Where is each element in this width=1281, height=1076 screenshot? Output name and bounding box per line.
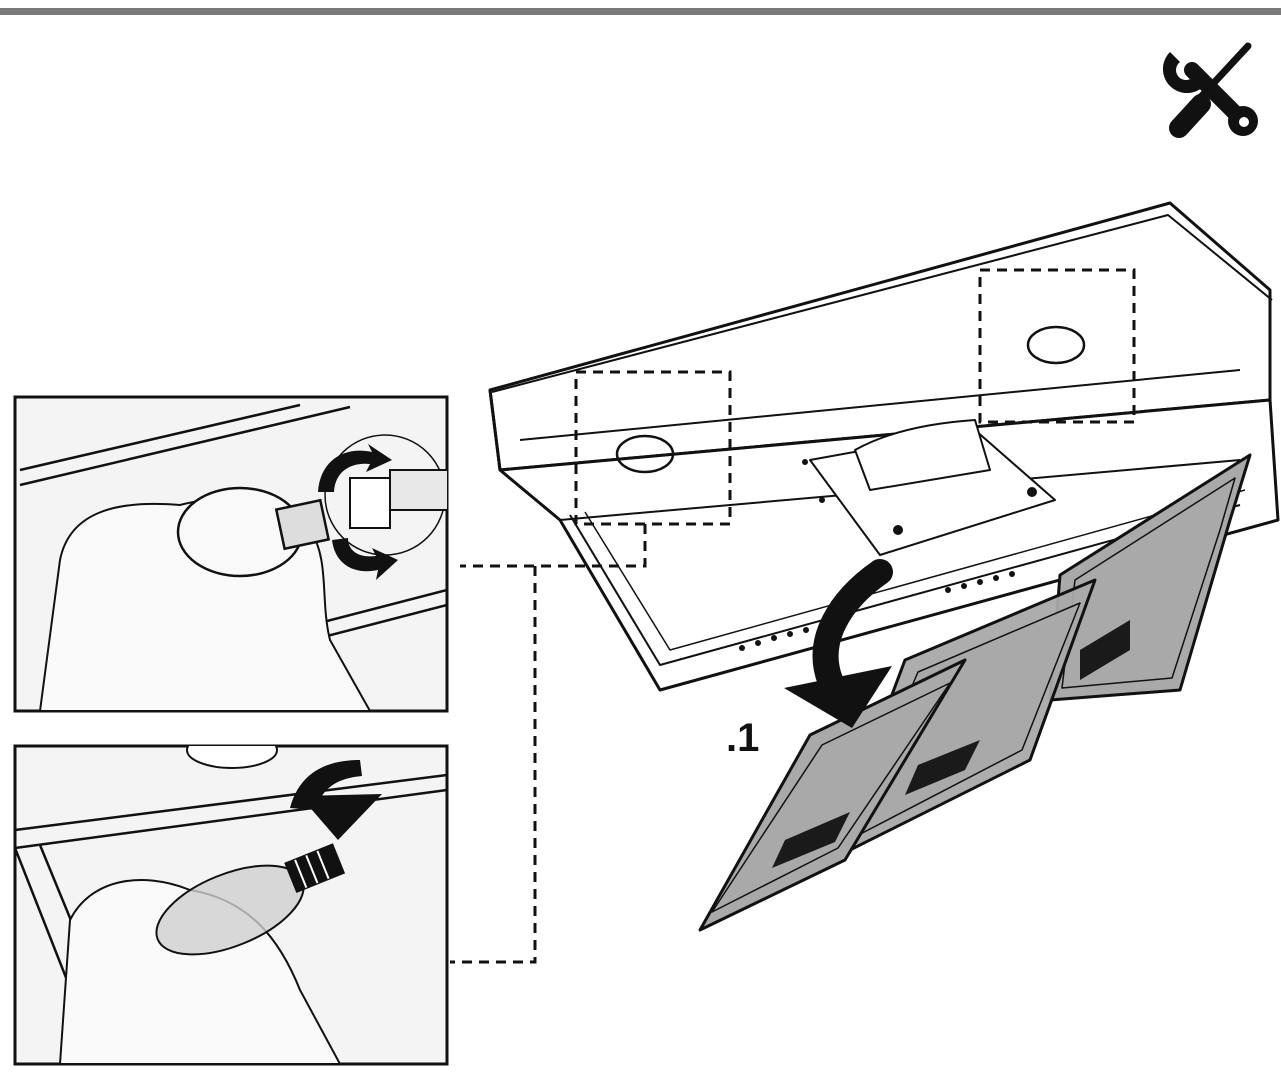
inset-bulb-unscrew [15, 397, 450, 711]
step-number-label: .1 [726, 716, 759, 761]
inset-bulb-insert [15, 732, 447, 1064]
header-rule [0, 8, 1281, 15]
tools-icon [1163, 46, 1258, 136]
